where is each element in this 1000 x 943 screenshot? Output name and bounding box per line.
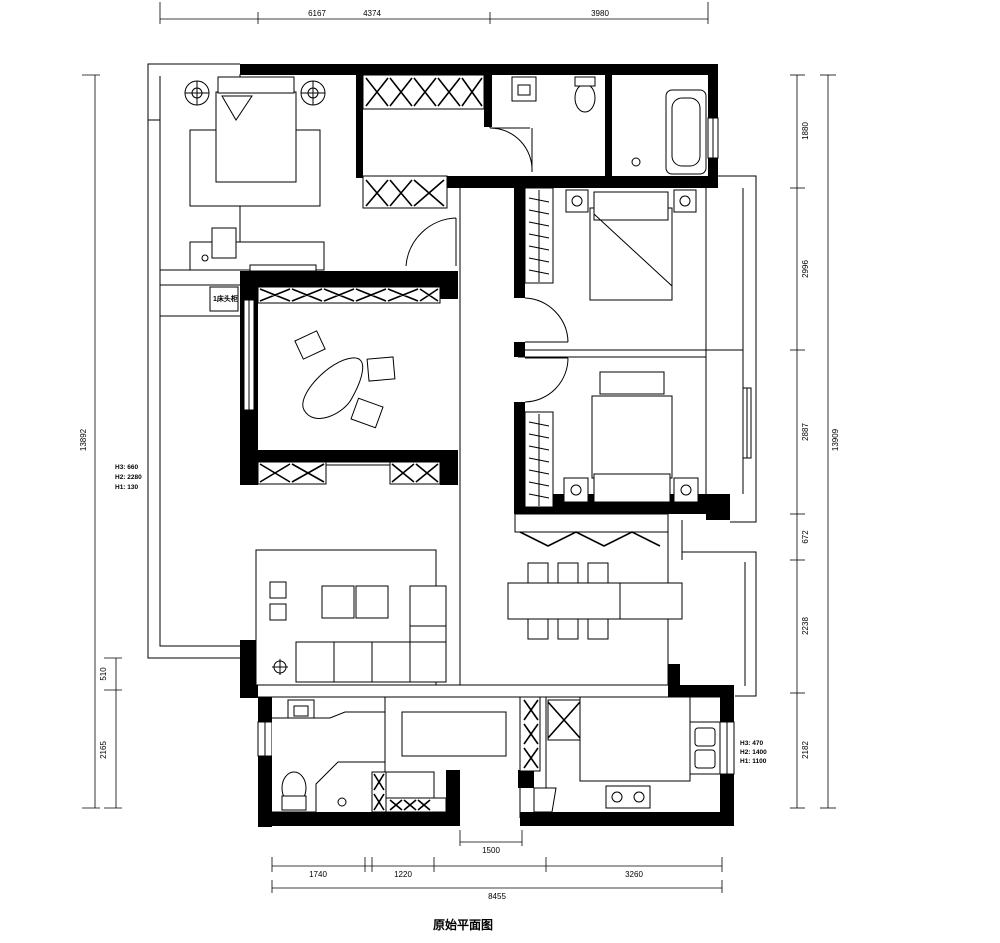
bed-3 bbox=[591, 395, 673, 479]
dim-bottom-total: 8455 bbox=[488, 892, 506, 901]
dim-left-1: 510 bbox=[99, 667, 108, 681]
caption-container: 原始平面图 bbox=[0, 916, 1000, 934]
height-notes: H3: 660 H2: 2280 H1: 130 H3: 470 H2: 140… bbox=[115, 464, 767, 765]
wardrobe-top bbox=[362, 74, 485, 110]
note-right-h2: H2: 1400 bbox=[740, 749, 767, 756]
doors bbox=[405, 127, 569, 403]
dim-right-1: 1880 bbox=[801, 122, 810, 140]
side-table bbox=[209, 286, 239, 312]
note-right-h3: H3: 470 bbox=[740, 740, 764, 747]
plan-caption: 原始平面图 bbox=[432, 918, 493, 932]
dining-table bbox=[507, 582, 683, 620]
chair-3 bbox=[350, 397, 384, 429]
sideboard bbox=[514, 513, 669, 533]
dim-right-2: 2996 bbox=[801, 260, 810, 278]
counter-bottom bbox=[401, 711, 507, 757]
side-table-label: 1床头柜 bbox=[213, 294, 238, 303]
dim-bottom-3: 3260 bbox=[625, 870, 643, 879]
cabinet-patterns bbox=[259, 77, 661, 811]
coffee-table-1 bbox=[321, 585, 355, 619]
furniture bbox=[184, 74, 721, 813]
dim-right-total: 13909 bbox=[831, 428, 840, 451]
dim-top-2: 4374 bbox=[363, 9, 381, 18]
note-left-h2: H2: 2280 bbox=[115, 474, 142, 481]
dim-left-2: 2165 bbox=[99, 741, 108, 759]
coffee-table-2 bbox=[355, 585, 389, 619]
note-right-h1: H1: 1100 bbox=[740, 758, 767, 765]
coffee-table bbox=[302, 357, 364, 419]
dim-bottom-center: 1500 bbox=[482, 846, 500, 855]
dimension-lines bbox=[82, 2, 836, 893]
dim-bottom-2: 1220 bbox=[394, 870, 412, 879]
dim-right-3: 2887 bbox=[801, 423, 810, 441]
dimension-labels: 6167 4374 3980 13892 510 2165 1880 2996 … bbox=[79, 9, 840, 901]
dim-right-4: 672 bbox=[801, 530, 810, 544]
dim-bottom-1: 1740 bbox=[309, 870, 327, 879]
kitchen-counter bbox=[579, 696, 691, 782]
desk-chair bbox=[211, 227, 237, 259]
chair-2 bbox=[366, 356, 396, 382]
wardrobe-hangers bbox=[528, 190, 550, 506]
cabinet-strip bbox=[257, 286, 441, 304]
chair-1 bbox=[294, 330, 326, 360]
toilet-top bbox=[574, 83, 596, 113]
dim-top-1: 6167 bbox=[308, 9, 326, 18]
bed-headboard bbox=[217, 76, 295, 94]
dim-right-5: 2238 bbox=[801, 617, 810, 635]
note-left-h3: H3: 660 bbox=[115, 464, 139, 471]
sofa bbox=[295, 641, 447, 683]
dim-right-6: 2182 bbox=[801, 741, 810, 759]
dim-top-3: 3980 bbox=[591, 9, 609, 18]
note-left-h1: H1: 130 bbox=[115, 484, 139, 491]
dim-left-total: 13892 bbox=[79, 428, 88, 451]
